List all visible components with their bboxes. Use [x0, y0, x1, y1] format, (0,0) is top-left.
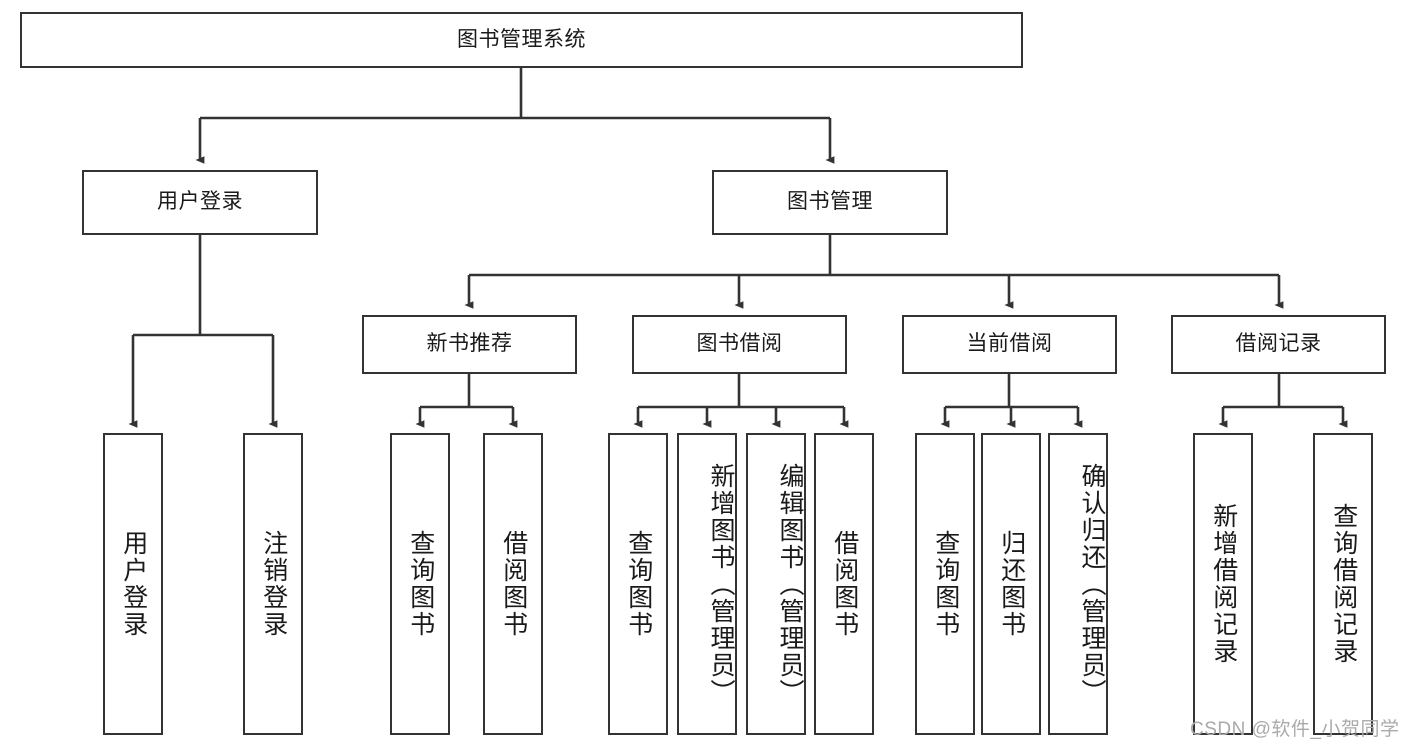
node-leaf-query-borrow-record[interactable]: 查询借阅记录: [1313, 433, 1373, 735]
node-leaf-add-borrow-record[interactable]: 新增借阅记录: [1193, 433, 1253, 735]
node-borrow-record-label: 借阅记录: [1235, 332, 1322, 356]
node-borrow-record[interactable]: 借阅记录: [1171, 315, 1386, 374]
node-leaf-query-book-2[interactable]: 查询图书: [608, 433, 668, 735]
node-leaf-query-book-1-label: 查询图书: [406, 530, 435, 638]
node-leaf-user-login-label: 用户登录: [119, 530, 148, 638]
node-user-login[interactable]: 用户登录: [82, 170, 318, 235]
node-new-book-recommend-label: 新书推荐: [426, 332, 513, 356]
node-leaf-edit-book[interactable]: 编辑图书（管理员）: [746, 433, 806, 735]
node-leaf-user-login[interactable]: 用户登录: [103, 433, 163, 735]
node-leaf-add-book-label: 新增图书（管理员）: [707, 462, 735, 706]
node-leaf-user-logout[interactable]: 注销登录: [243, 433, 303, 735]
node-book-borrow[interactable]: 图书借阅: [632, 315, 847, 374]
node-leaf-edit-book-label: 编辑图书（管理员）: [776, 462, 804, 706]
node-root[interactable]: 图书管理系统: [20, 12, 1023, 68]
node-leaf-borrow-book-2-label: 借阅图书: [830, 530, 859, 638]
node-current-borrow-label: 当前借阅: [966, 332, 1053, 356]
node-leaf-confirm-return[interactable]: 确认归还（管理员）: [1048, 433, 1108, 735]
node-book-management-label: 图书管理: [787, 190, 873, 214]
node-book-management[interactable]: 图书管理: [712, 170, 948, 235]
node-book-borrow-label: 图书借阅: [696, 332, 783, 356]
node-leaf-query-borrow-record-label: 查询借阅记录: [1329, 503, 1358, 665]
csdn-watermark: CSDN @软件_小贺同学: [1190, 719, 1400, 740]
node-leaf-confirm-return-label: 确认归还（管理员）: [1078, 462, 1106, 706]
node-leaf-add-book[interactable]: 新增图书（管理员）: [677, 433, 737, 735]
node-leaf-borrow-book-1-label: 借阅图书: [499, 530, 528, 638]
node-leaf-return-book[interactable]: 归还图书: [981, 433, 1041, 735]
node-current-borrow[interactable]: 当前借阅: [902, 315, 1117, 374]
node-leaf-query-book-3[interactable]: 查询图书: [915, 433, 975, 735]
node-user-login-label: 用户登录: [157, 190, 243, 214]
node-new-book-recommend[interactable]: 新书推荐: [362, 315, 577, 374]
node-leaf-add-borrow-record-label: 新增借阅记录: [1209, 503, 1238, 665]
node-leaf-borrow-book-1[interactable]: 借阅图书: [483, 433, 543, 735]
node-leaf-query-book-3-label: 查询图书: [931, 530, 960, 638]
node-leaf-user-logout-label: 注销登录: [259, 530, 288, 638]
node-root-label: 图书管理系统: [457, 27, 586, 51]
node-leaf-query-book-2-label: 查询图书: [624, 530, 653, 638]
node-leaf-return-book-label: 归还图书: [997, 530, 1026, 638]
node-leaf-borrow-book-2[interactable]: 借阅图书: [814, 433, 874, 735]
node-leaf-query-book-1[interactable]: 查询图书: [390, 433, 450, 735]
